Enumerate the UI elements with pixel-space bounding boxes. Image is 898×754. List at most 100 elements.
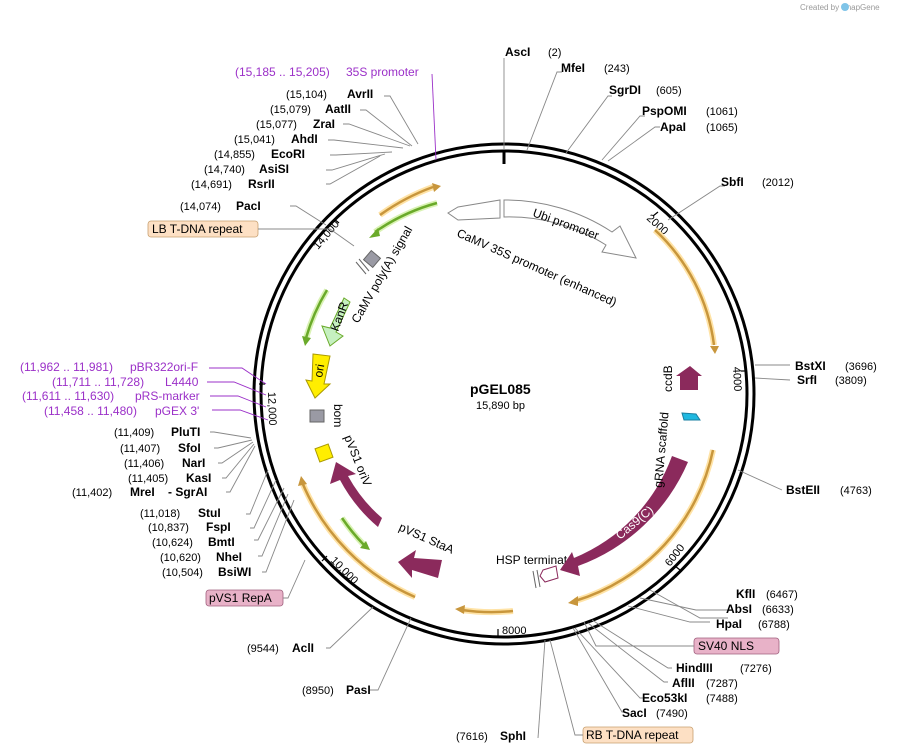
enzyme-sfoi: SfoI — [178, 441, 201, 455]
enzyme-pspomi: PspOMI — [642, 104, 687, 118]
leader-lines — [207, 58, 791, 739]
green-arrow-bottom-left — [339, 516, 370, 550]
enzyme-kfli: KflI — [736, 587, 755, 601]
ccdb-label: ccdB — [661, 365, 675, 392]
snapgene-logo-icon — [841, 3, 849, 11]
ori-label: ori — [311, 363, 327, 379]
enzyme-avrii: AvrII — [347, 87, 373, 101]
pvs1-staa-label: pVS1 StaA — [397, 520, 456, 557]
enzyme-apai-pos: (1065) — [706, 122, 738, 134]
pvs1-oriv-marker — [314, 443, 334, 463]
site-prs-name: pRS-marker — [135, 389, 200, 403]
lb-tdna-repeat-label: LB T-DNA repeat — [152, 222, 243, 236]
enzyme-ahdi-pos: (15,041) — [234, 134, 275, 146]
camv-polya-marker — [355, 249, 382, 275]
enzyme-pasi: PasI — [346, 683, 371, 697]
enzyme-mrei-suffix: - SgrAI — [168, 485, 207, 499]
enzyme-fspi: FspI — [206, 520, 231, 534]
pvs1-repa-leader — [283, 559, 306, 599]
enzyme-pspomi-pos: (1061) — [706, 106, 738, 118]
rb-tdna-repeat-box: RB T-DNA repeat — [582, 726, 694, 744]
enzyme-aflii-pos: (7287) — [706, 678, 738, 690]
site-35s-range: (15,185 .. 15,205) — [235, 65, 330, 79]
pvs1-staa-arrow — [398, 550, 442, 578]
enzyme-asisi: AsiSI — [259, 162, 289, 176]
enzyme-hpai-pos: (6788) — [758, 619, 790, 631]
enzyme-pluti-pos: (11,409) — [114, 427, 154, 439]
enzyme-hindiii: HindIII — [676, 661, 713, 675]
tick-label-14000: 14,000 — [311, 218, 342, 251]
bom-marker — [309, 409, 325, 423]
orf-arrow-right-upper — [652, 227, 719, 354]
enzyme-kasi-pos: (11,405) — [128, 473, 168, 485]
hsp-terminator-label: HSP terminator — [496, 553, 578, 567]
site-35s-name: 35S promoter — [346, 65, 419, 79]
bom-label: bom — [331, 404, 345, 427]
enzyme-asci-pos: (2) — [548, 47, 561, 59]
enzyme-pluti: PluTI — [171, 425, 200, 439]
tick-marks — [259, 211, 747, 636]
pvs1-oriv-arrow — [330, 462, 382, 527]
enzyme-absi: AbsI — [726, 602, 752, 616]
enzyme-stui: StuI — [198, 506, 221, 520]
enzyme-stui-pos: (11,018) — [140, 508, 180, 520]
enzyme-rsrii-pos: (14,691) — [191, 179, 232, 191]
tick-label-8000: 8000 — [502, 625, 526, 637]
plasmid-name: pGEL085 — [470, 381, 531, 397]
backbone-inner-ring — [259, 149, 749, 639]
enzyme-ecori: EcoRI — [271, 147, 305, 161]
tick-label-4000: 4000 — [730, 367, 743, 392]
sv40-nls-leader — [583, 621, 694, 647]
tick-label-12000: 12,000 — [265, 392, 278, 426]
cas9-arrow — [560, 456, 688, 576]
enzyme-bstxi: BstXI — [795, 359, 826, 373]
cas9-label: Cas9(C) — [613, 503, 656, 542]
enzyme-sbfi: SbfI — [721, 175, 744, 189]
enzyme-bsiwi-pos: (10,504) — [162, 567, 203, 579]
enzyme-kasi: KasI — [186, 471, 211, 485]
enzyme-bstxi-pos: (3696) — [845, 361, 877, 373]
enzyme-eco53ki: Eco53kI — [642, 691, 687, 705]
site-l4440-name: L4440 — [165, 375, 199, 389]
enzyme-asci: AscI — [505, 45, 530, 59]
sv40-nls-label: SV40 NLS — [698, 639, 754, 653]
enzyme-acli-pos: (9544) — [247, 643, 279, 655]
enzyme-pasi-pos: (8950) — [302, 685, 334, 697]
green-arrow-top-left — [369, 200, 438, 238]
enzyme-sphi-pos: (7616) — [456, 731, 488, 743]
enzyme-paci-pos: (14,074) — [180, 201, 221, 213]
site-pgex-name: pGEX 3' — [155, 404, 199, 418]
enzyme-rsrii: RsrII — [248, 177, 275, 191]
camv-polya-label: CaMV poly(A) signal — [348, 224, 415, 326]
snapgene-credit: Created by SnapGene — [800, 3, 880, 12]
enzyme-apai: ApaI — [660, 120, 686, 134]
enzyme-bsiwi: BsiWI — [218, 565, 251, 579]
enzyme-hindiii-pos: (7276) — [740, 663, 772, 675]
kanr-label: KanR — [328, 300, 352, 333]
lb-leader — [258, 228, 355, 247]
enzyme-absi-pos: (6633) — [762, 604, 794, 616]
enzyme-nhei: NheI — [216, 550, 242, 564]
green-arrow-left — [302, 288, 330, 346]
enzyme-hpai: HpaI — [716, 617, 742, 631]
orf-arrow-bottom — [455, 605, 514, 616]
rb-tdna-repeat-label: RB T-DNA repeat — [586, 728, 679, 742]
enzyme-sfoi-pos: (11,407) — [120, 443, 160, 455]
enzyme-aatii-pos: (15,079) — [270, 104, 311, 116]
enzyme-ahdi: AhdI — [291, 132, 318, 146]
enzyme-sphi: SphI — [500, 729, 526, 743]
enzyme-nari-pos: (11,406) — [124, 458, 164, 470]
rb-leader — [549, 639, 583, 736]
enzyme-bmti-pos: (10,624) — [152, 537, 193, 549]
enzyme-fspi-pos: (10,837) — [148, 522, 189, 534]
enzyme-bmti: BmtI — [208, 535, 235, 549]
enzyme-acli: AclI — [292, 641, 314, 655]
enzyme-saci-pos: (7490) — [656, 708, 688, 720]
enzyme-nari: NarI — [182, 456, 205, 470]
enzyme-saci: SacI — [622, 706, 647, 720]
enzyme-mrei: MreI — [130, 485, 155, 499]
site-l4440-range: (11,711 .. 11,728) — [52, 375, 144, 389]
enzyme-avrii-pos: (15,104) — [286, 89, 327, 101]
site-pbr322ori-range: (11,962 .. 11,981) — [20, 360, 113, 374]
